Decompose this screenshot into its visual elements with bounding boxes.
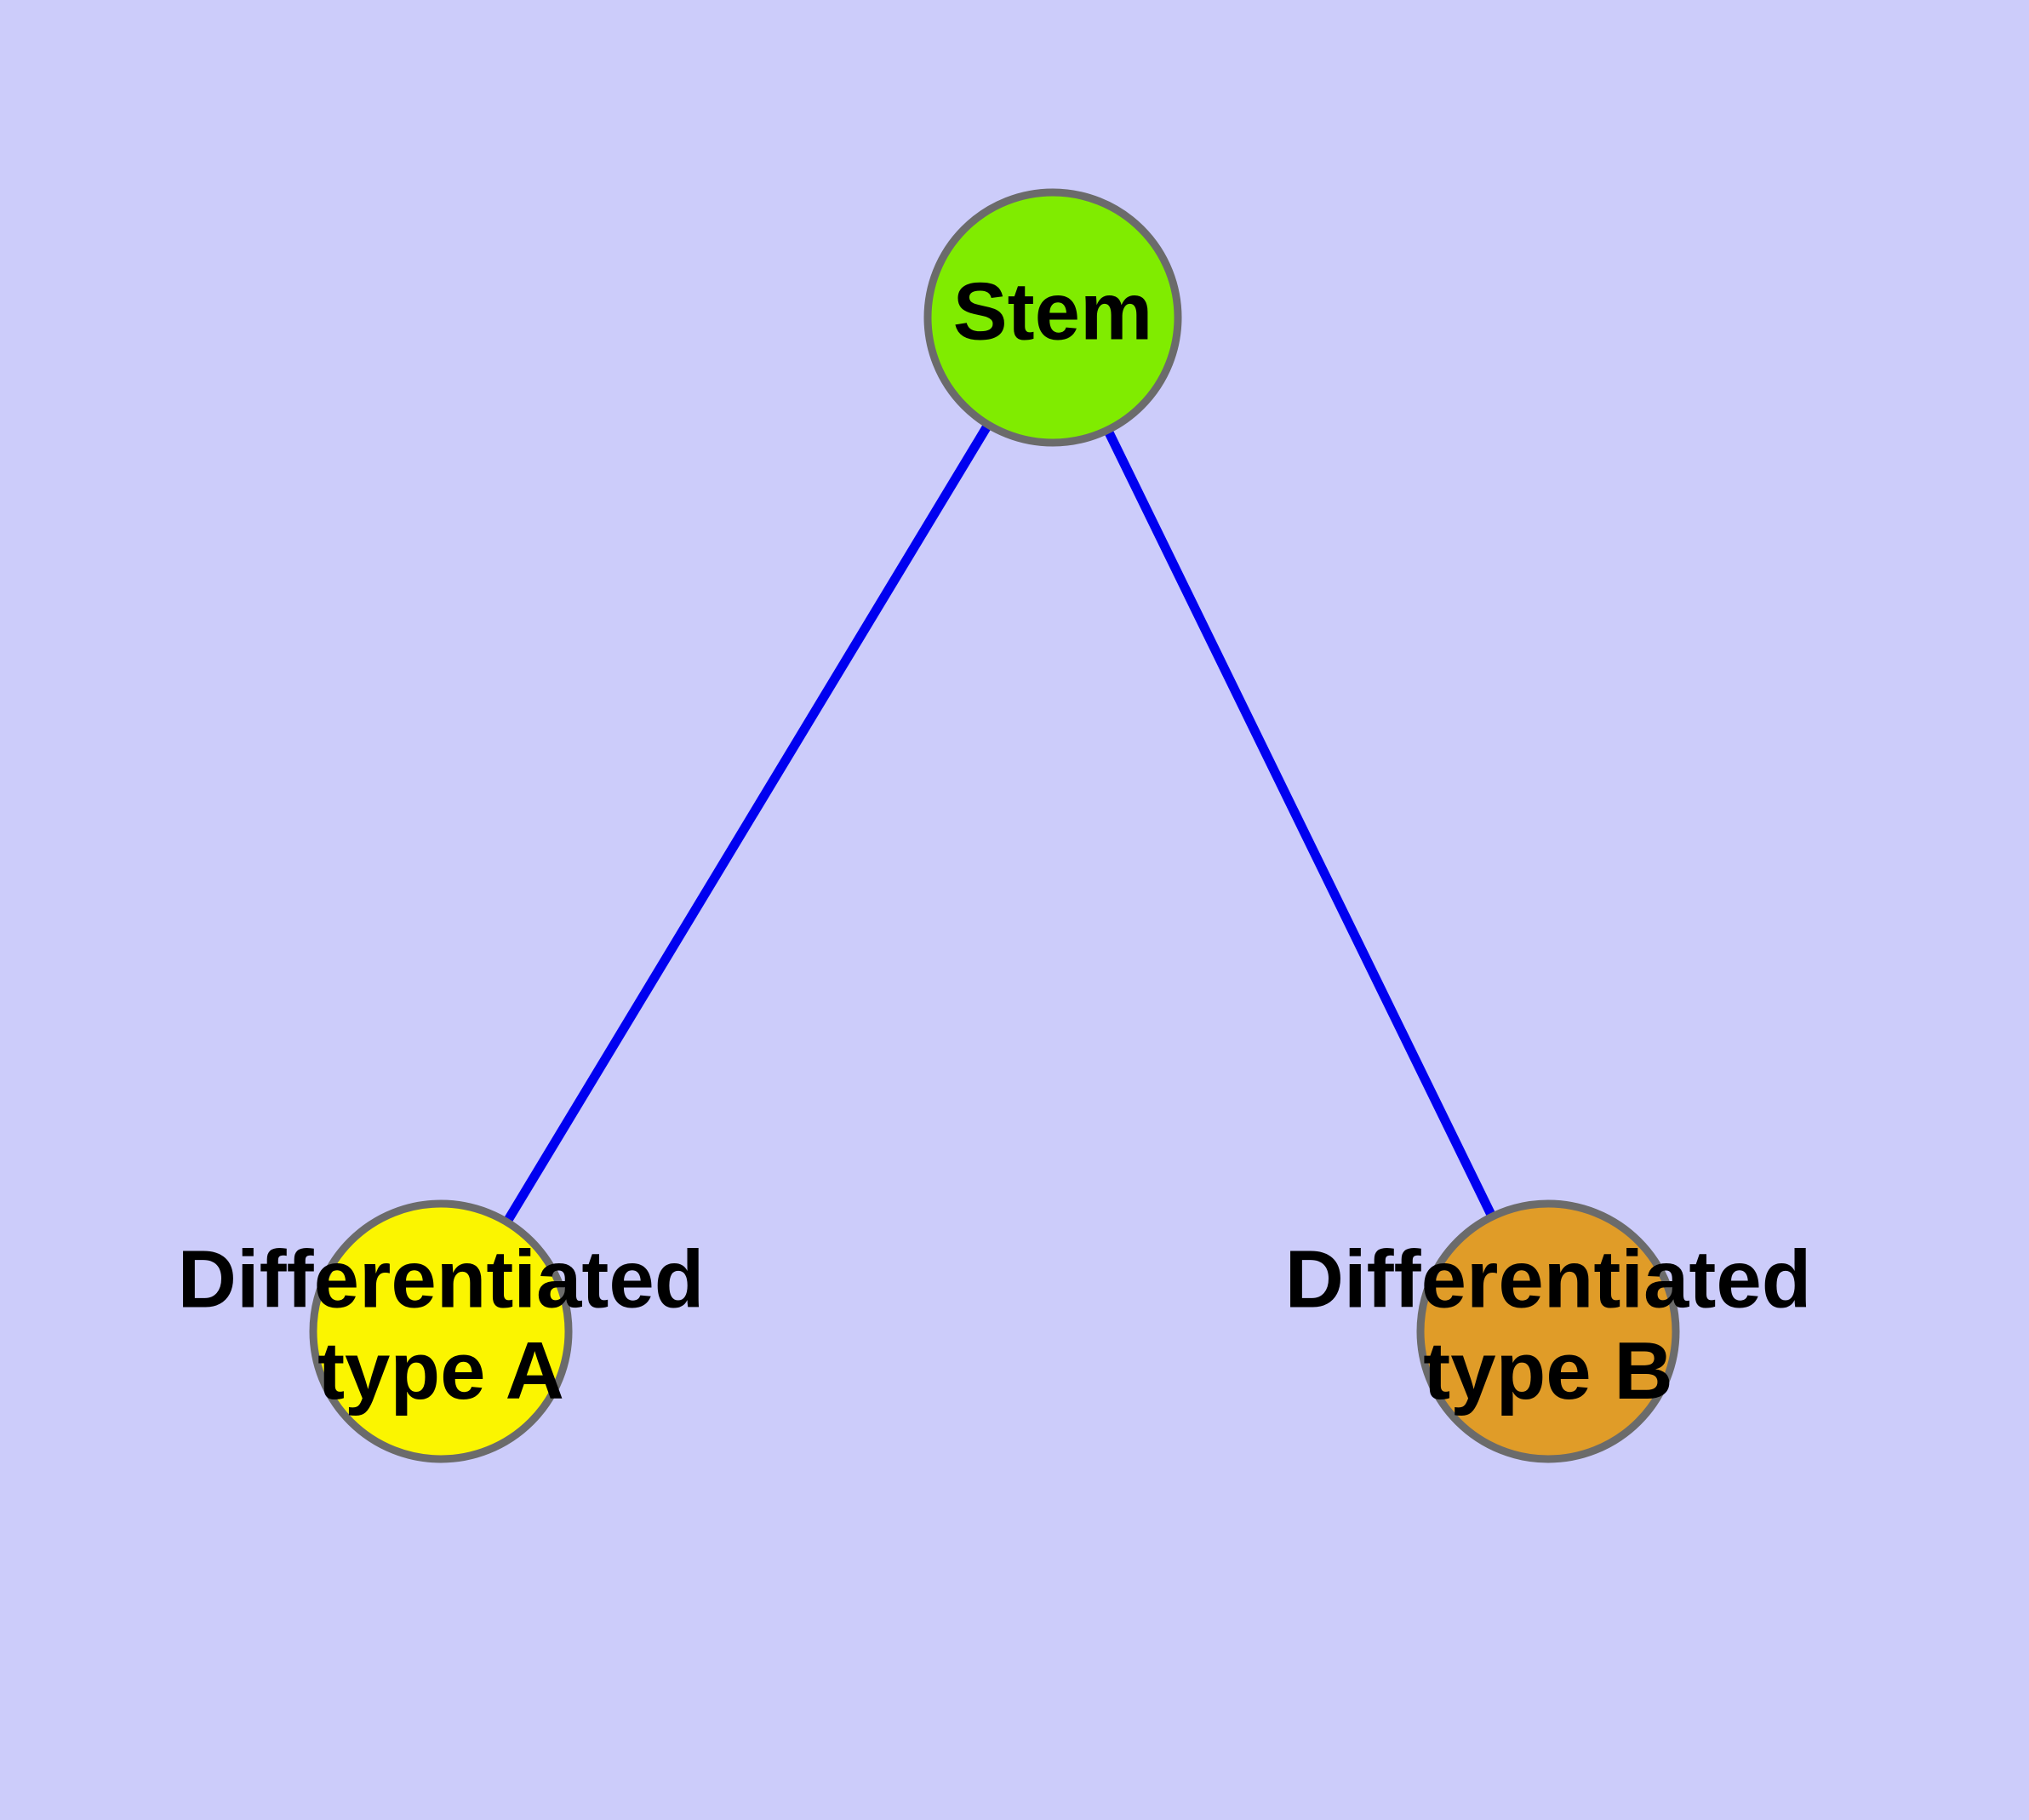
node-circle-stem[interactable] <box>923 188 1182 447</box>
node-label-diff-a-line-1: Differentiated <box>178 1234 705 1325</box>
graph-edge-stem-to-diff-a[interactable] <box>501 421 993 1227</box>
graph-node-stem[interactable]: Stem <box>923 188 1182 447</box>
node-label-diff-a-line-2: type A <box>317 1325 564 1417</box>
node-label-diff-b-line-1: Differentiated <box>1285 1234 1812 1325</box>
node-circle-diff-a[interactable] <box>309 1199 573 1463</box>
graph-edge-stem-to-diff-b[interactable] <box>1102 426 1497 1221</box>
node-circle-diff-b[interactable] <box>1416 1199 1680 1463</box>
edges-layer <box>501 421 1497 1227</box>
node-label-stem-line-1: Stem <box>953 266 1153 357</box>
node-label-diff-b-line-2: type B <box>1423 1325 1672 1417</box>
